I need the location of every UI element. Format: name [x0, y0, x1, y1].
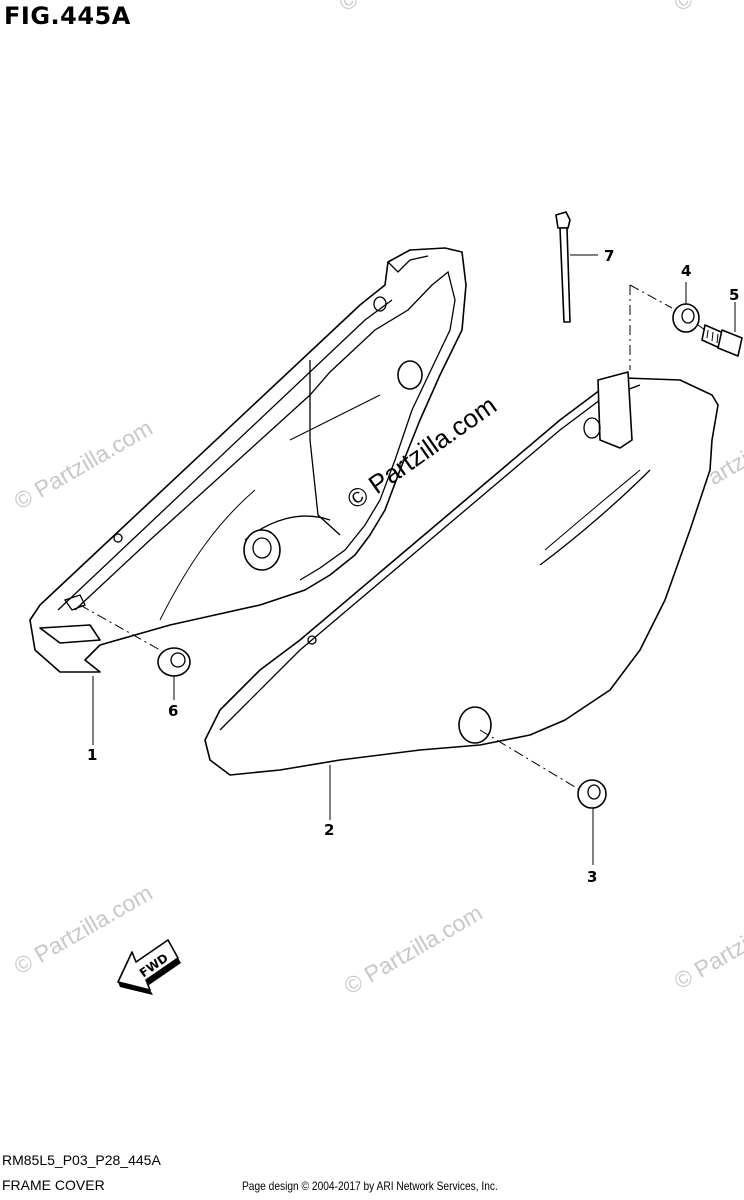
figure-code: RM85L5_P03_P28_445A — [2, 1152, 161, 1168]
callout-5: 5 — [729, 286, 739, 304]
copyright-notice: Page design © 2004-2017 by ARI Network S… — [242, 1179, 498, 1193]
watermark: © Partzilla.com — [335, 0, 482, 16]
callout-1: 1 — [87, 746, 97, 764]
callouts: 1 2 3 4 5 6 7 — [87, 247, 739, 886]
part-2-outer-cover — [204, 371, 719, 776]
watermark: © Partzilla.com — [670, 0, 744, 16]
callout-6: 6 — [168, 702, 178, 720]
part-5-bolt — [701, 324, 743, 357]
fwd-arrow-icon: FWD — [117, 939, 181, 995]
part-4-grommet — [672, 303, 700, 333]
watermark: © Partzilla.com — [670, 894, 744, 994]
part-7-cable-tie — [555, 211, 571, 323]
callout-2: 2 — [324, 821, 334, 839]
watermark: © Partzilla.com — [340, 899, 487, 999]
figure-name: FRAME COVER — [2, 1177, 105, 1193]
assembly-lines — [79, 284, 706, 791]
part-3-grommet — [577, 779, 607, 809]
callout-7: 7 — [604, 247, 614, 265]
watermark: © Partzilla.com — [10, 414, 157, 514]
figure-title: FIG.445A — [4, 2, 131, 30]
callout-3: 3 — [587, 868, 597, 886]
callout-4: 4 — [681, 262, 691, 280]
part-1-inner-cover — [29, 247, 467, 673]
part-6-grommet — [157, 647, 191, 677]
leader-lines — [92, 254, 736, 865]
